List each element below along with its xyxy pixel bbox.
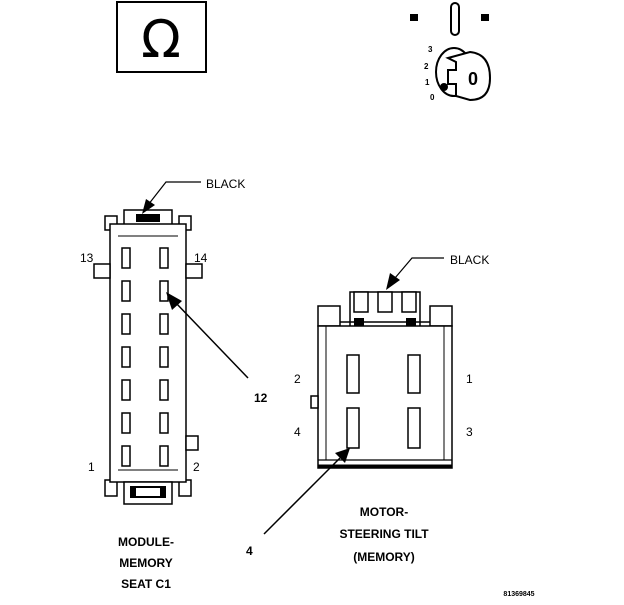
side-key-lower bbox=[185, 435, 199, 451]
cavity bbox=[159, 313, 169, 335]
color-label: BLACK bbox=[206, 177, 245, 191]
pin-label-4: 4 bbox=[294, 425, 301, 439]
key-head bbox=[445, 50, 492, 102]
cavity bbox=[159, 445, 169, 467]
key-pos-1: 1 bbox=[425, 78, 430, 87]
cavity bbox=[159, 280, 169, 302]
key-digit: 0 bbox=[468, 69, 478, 89]
left-connector: BLACK 13 14 1 2 12 MODULE- MEMORY SEAT C… bbox=[80, 177, 268, 591]
side-key bbox=[310, 395, 319, 409]
right-connector: BLACK 2 1 4 3 4 MOTOR- STEERING TILT (ME… bbox=[246, 253, 489, 564]
callout-leader-arrow bbox=[335, 448, 350, 463]
callout-label: 12 bbox=[254, 391, 268, 405]
callout-leader-line bbox=[263, 457, 341, 535]
symbol-frame bbox=[116, 1, 207, 73]
latch-tab bbox=[406, 318, 416, 330]
connector-name-line2: STEERING TILT bbox=[339, 527, 429, 541]
cavity bbox=[346, 407, 360, 449]
cavity bbox=[121, 379, 131, 401]
pin-label-3: 3 bbox=[466, 425, 473, 439]
top-latch-tab bbox=[136, 214, 160, 222]
pin-label-14: 14 bbox=[194, 251, 208, 265]
key-pos-3: 3 bbox=[428, 45, 433, 54]
connector-name-line3: SEAT C1 bbox=[121, 577, 171, 591]
pin-label-1: 1 bbox=[88, 460, 95, 474]
pin-label-13: 13 bbox=[80, 251, 94, 265]
connector-name-line1: MOTOR- bbox=[360, 505, 408, 519]
connector-symbol: Ω bbox=[116, 1, 207, 73]
connector-name-line1: MODULE- bbox=[118, 535, 174, 549]
key-pos-0: 0 bbox=[430, 93, 435, 102]
cavity bbox=[121, 247, 131, 269]
pin-label-2: 2 bbox=[294, 372, 301, 386]
flange-left bbox=[317, 305, 341, 327]
color-label: BLACK bbox=[450, 253, 489, 267]
color-leader-line bbox=[394, 257, 444, 279]
cavity bbox=[121, 346, 131, 368]
flange-right bbox=[429, 305, 453, 327]
ignition-key-icon: 0 3 2 1 0 bbox=[410, 2, 492, 102]
connector-name-line2: MEMORY bbox=[119, 556, 173, 570]
cavity bbox=[121, 313, 131, 335]
color-leader-line bbox=[147, 181, 201, 206]
color-leader-arrow bbox=[142, 199, 155, 214]
cavity bbox=[121, 412, 131, 434]
latch-tab bbox=[354, 318, 364, 330]
bottom-latch-slot bbox=[136, 488, 160, 496]
connector-body bbox=[317, 325, 453, 469]
latch-post bbox=[353, 291, 369, 313]
key-position-dot bbox=[440, 83, 448, 91]
key-dash-right bbox=[481, 14, 489, 21]
connector-name-line3: (MEMORY) bbox=[353, 550, 415, 564]
cavity bbox=[346, 354, 360, 394]
cavity bbox=[159, 346, 169, 368]
key-pos-2: 2 bbox=[424, 62, 429, 71]
key-dash-left bbox=[410, 14, 418, 21]
cavity bbox=[159, 379, 169, 401]
callout-label: 4 bbox=[246, 544, 253, 558]
cavity bbox=[407, 407, 421, 449]
cavity bbox=[407, 354, 421, 394]
latch-post bbox=[377, 291, 393, 313]
side-key-left bbox=[93, 263, 111, 279]
key-slot bbox=[450, 2, 460, 36]
callout-leader-arrow bbox=[166, 292, 182, 310]
side-key-right bbox=[185, 263, 203, 279]
cavity bbox=[121, 445, 131, 467]
latch-post bbox=[401, 291, 417, 313]
cavity bbox=[121, 280, 131, 302]
color-leader-arrow bbox=[386, 273, 400, 290]
omega-symbol: Ω bbox=[141, 10, 181, 70]
pin-label-1: 1 bbox=[466, 372, 473, 386]
callout-leader-line bbox=[174, 301, 249, 379]
cavity bbox=[159, 412, 169, 434]
figure-id: 81369845 bbox=[503, 591, 534, 598]
pin-label-2: 2 bbox=[193, 460, 200, 474]
cavity bbox=[159, 247, 169, 269]
